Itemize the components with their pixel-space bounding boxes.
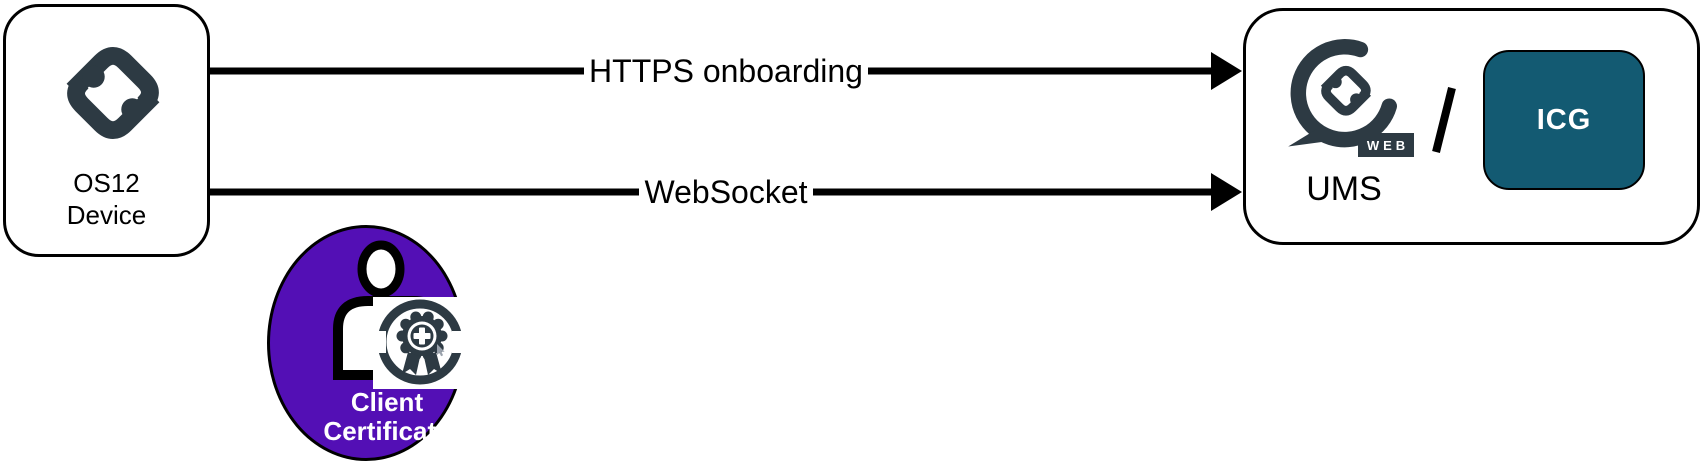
- https-onboarding-arrow: HTTPS onboarding: [210, 49, 1242, 93]
- websocket-arrow: WebSocket: [210, 170, 1242, 214]
- icg-node: ICG: [1483, 50, 1645, 190]
- arrowhead-icon: [1211, 173, 1242, 211]
- certificate-artwork: [333, 240, 469, 389]
- client-certificate-badge: Client Certificate: [267, 225, 469, 461]
- igel-ums-web-logo-icon: [1288, 39, 1397, 148]
- mouse-cursor-icon: [437, 344, 445, 357]
- device-label-line2: Device: [66, 200, 147, 230]
- certificate-seal-icon: [373, 299, 466, 385]
- os12-device-node: OS12 Device: [3, 4, 210, 257]
- device-label-line1: OS12: [73, 168, 140, 198]
- websocket-label: WebSocket: [639, 172, 813, 212]
- https-onboarding-label: HTTPS onboarding: [584, 51, 868, 91]
- icg-label: ICG: [1536, 103, 1592, 136]
- arrowhead-icon: [1211, 52, 1242, 90]
- igel-logo-icon: [66, 47, 160, 139]
- certificate-label-line1: Client: [350, 387, 424, 417]
- web-badge: WEB: [1358, 133, 1414, 157]
- certificate-label: Client Certificate: [292, 388, 482, 446]
- slash-separator: [1432, 87, 1456, 153]
- ums-label: UMS: [1306, 170, 1382, 208]
- ums-node: WEB ICG UMS: [1243, 8, 1700, 245]
- device-label: OS12 Device: [6, 167, 207, 231]
- certificate-label-line2: Certificate: [323, 416, 451, 446]
